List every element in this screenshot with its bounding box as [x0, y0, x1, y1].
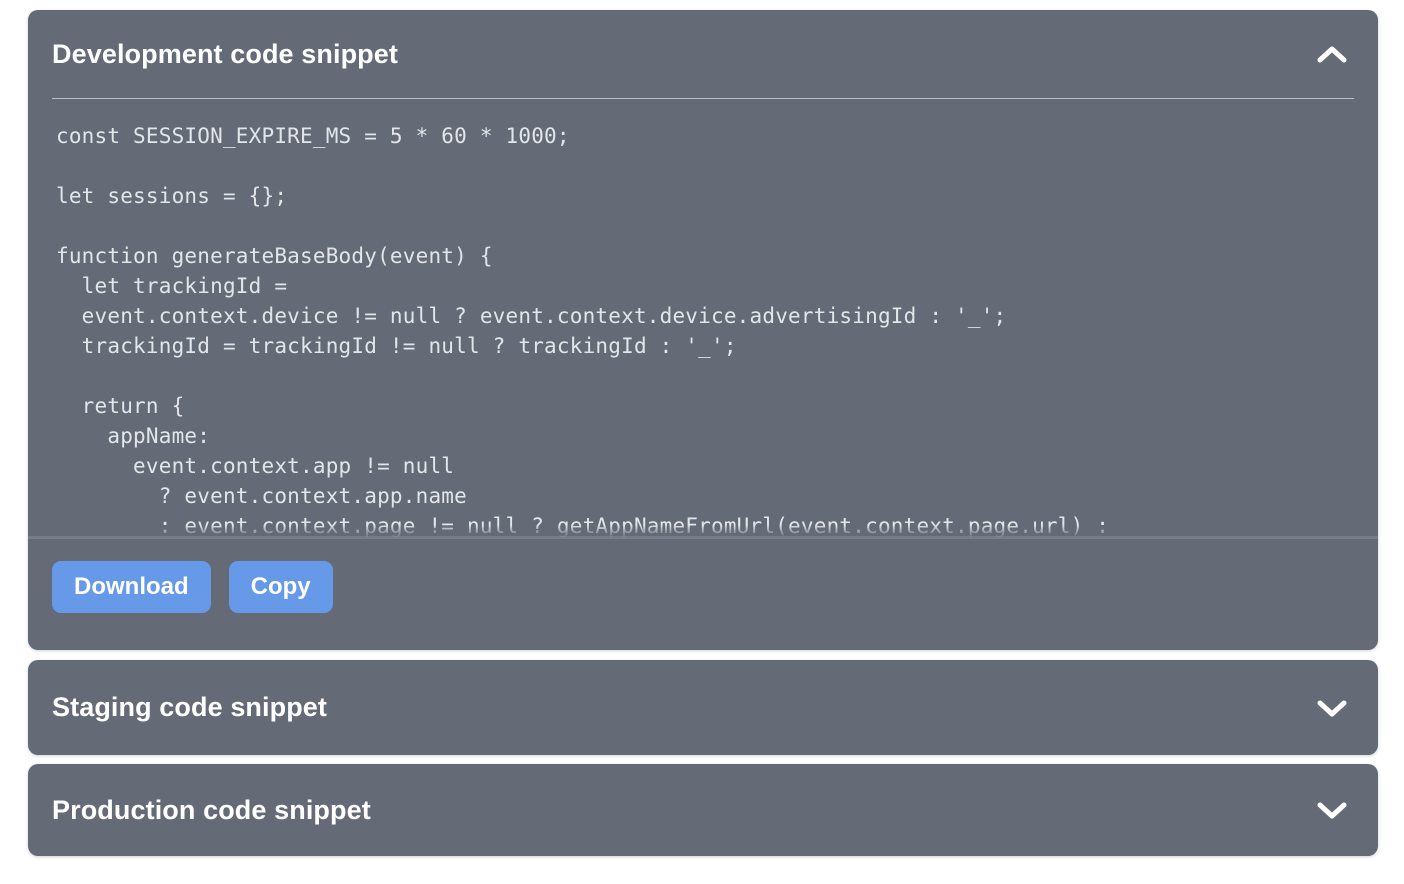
accordion-panel-development: Development code snippet const SESSION_E… [28, 10, 1378, 650]
chevron-up-icon[interactable] [1312, 34, 1352, 74]
chevron-down-icon[interactable] [1312, 688, 1352, 728]
accordion-header-production[interactable]: Production code snippet [28, 764, 1378, 856]
code-snippet-container: const SESSION_EXPIRE_MS = 5 * 60 * 1000;… [28, 99, 1378, 539]
header-divider [52, 98, 1354, 99]
panel-title-development: Development code snippet [52, 38, 398, 69]
copy-button[interactable]: Copy [228, 561, 333, 613]
accordion-header-staging[interactable]: Staging code snippet [28, 660, 1378, 755]
panel-title-staging: Staging code snippet [52, 692, 328, 722]
download-button[interactable]: Download [52, 561, 211, 613]
accordion-panel-production: Production code snippet [28, 764, 1378, 856]
code-snippet-development: const SESSION_EXPIRE_MS = 5 * 60 * 1000;… [56, 124, 1110, 538]
panel-title-production: Production code snippet [52, 794, 371, 825]
accordion-header-development[interactable]: Development code snippet [28, 10, 1378, 98]
accordion-panel-staging: Staging code snippet [28, 660, 1378, 755]
code-actions: Download Copy [28, 539, 1378, 613]
chevron-down-icon[interactable] [1312, 790, 1352, 830]
code-scroll-area[interactable]: const SESSION_EXPIRE_MS = 5 * 60 * 1000;… [28, 99, 1378, 539]
